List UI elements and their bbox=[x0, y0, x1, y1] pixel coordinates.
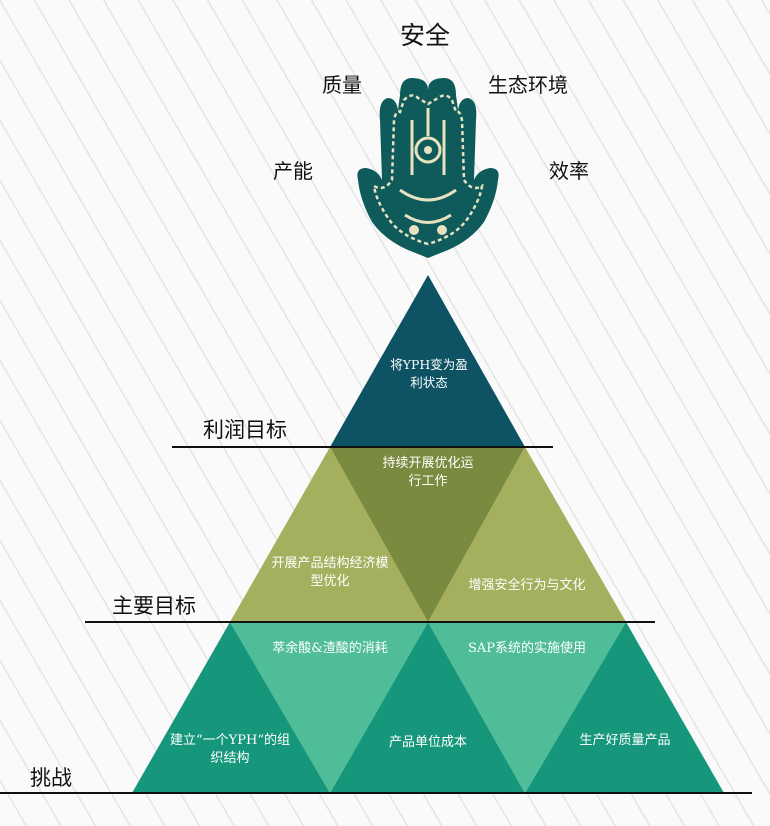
profit-item: 将YPH变为盈利状态 bbox=[390, 357, 468, 390]
challenge-inv-left-item: 萃余酸&渣酸的消耗 bbox=[272, 641, 388, 656]
main-right-item: 增强安全行为与文化 bbox=[468, 578, 586, 593]
challenge-left-item: 建立“一个YPH“的组织结构 bbox=[170, 733, 290, 766]
challenge-right-triangle bbox=[525, 622, 724, 793]
value-safety: 安全 bbox=[400, 21, 451, 50]
main-left-item: 开展产品结构经济模型优化 bbox=[271, 556, 389, 589]
challenge-center-item: 产品单位成本 bbox=[388, 735, 467, 750]
level-label-challenge: 挑战 bbox=[30, 766, 72, 790]
challenge-center-triangle bbox=[330, 622, 525, 793]
main-center-triangle bbox=[330, 447, 525, 622]
main-left-triangle bbox=[230, 447, 428, 622]
value-efficiency: 效率 bbox=[549, 159, 589, 183]
value-quality: 质量 bbox=[322, 73, 362, 97]
challenge-left-triangle bbox=[132, 622, 330, 793]
level-label-profit: 利润目标 bbox=[203, 418, 287, 442]
challenge-inv-left-triangle bbox=[230, 622, 428, 793]
value-environment: 生态环境 bbox=[488, 73, 568, 97]
main-right-triangle bbox=[428, 447, 626, 622]
challenge-inv-right-item: SAP系统的实施使用 bbox=[467, 641, 587, 656]
challenge-inv-right-triangle bbox=[428, 622, 626, 793]
main-center-item: 持续开展优化运行工作 bbox=[382, 456, 474, 489]
hamsa-hand-icon bbox=[357, 78, 499, 258]
value-capacity: 产能 bbox=[273, 159, 313, 183]
challenge-right-item: 生产好质量产品 bbox=[579, 733, 671, 748]
level-label-main: 主要目标 bbox=[112, 594, 196, 618]
profit-triangle bbox=[330, 275, 525, 447]
